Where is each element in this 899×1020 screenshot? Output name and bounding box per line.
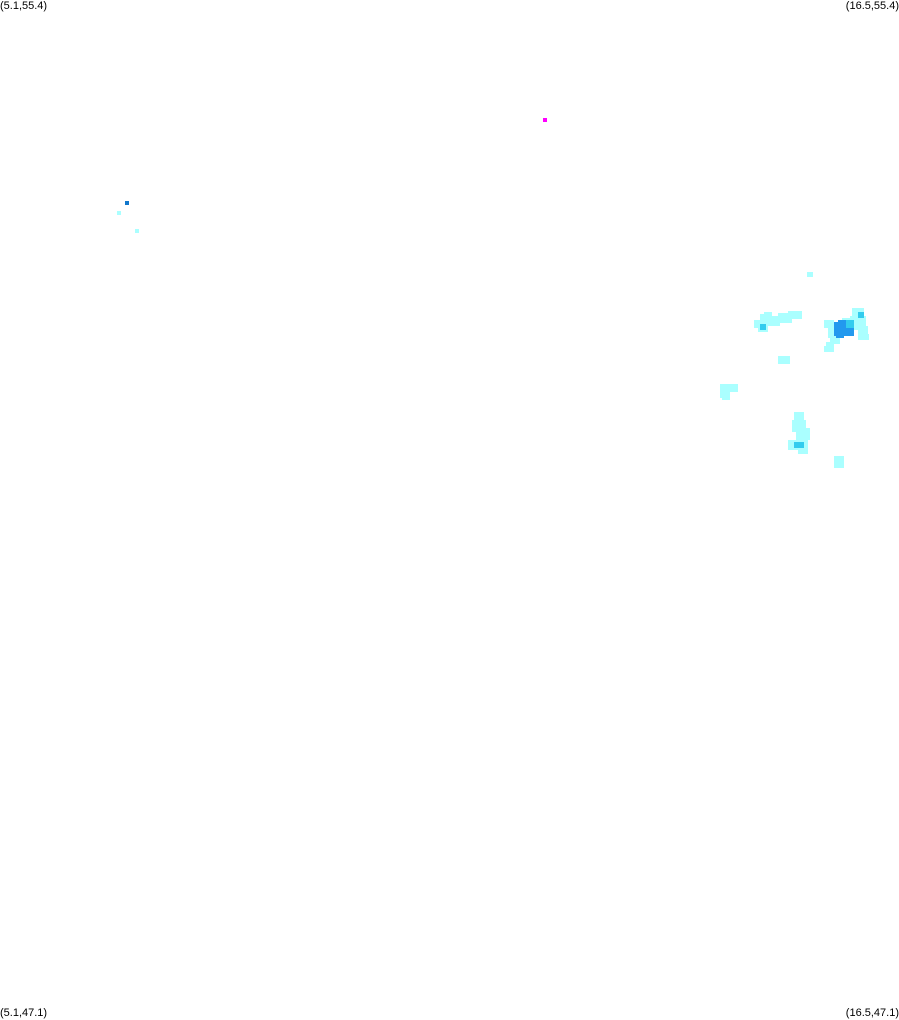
- precip-cell-west: [720, 384, 738, 400]
- corner-label-bottom-left: (5.1,47.1): [0, 1007, 48, 1019]
- precip-cell-max: [543, 118, 547, 122]
- precip-cell: [760, 324, 766, 330]
- corner-label-top-right: (16.5,55.4): [845, 0, 899, 12]
- precip-cluster: [824, 308, 869, 352]
- precip-cell: [135, 229, 139, 233]
- precip-cell: [778, 356, 790, 364]
- precip-cell: [117, 211, 121, 215]
- precip-cell: [125, 201, 129, 205]
- precip-cluster-south: [788, 412, 810, 454]
- corner-label-top-left: (5.1,55.4): [0, 0, 48, 12]
- precip-cell: [807, 272, 813, 277]
- corner-label-bottom-right: (16.5,47.1): [845, 1007, 899, 1019]
- precip-cell: [834, 456, 844, 468]
